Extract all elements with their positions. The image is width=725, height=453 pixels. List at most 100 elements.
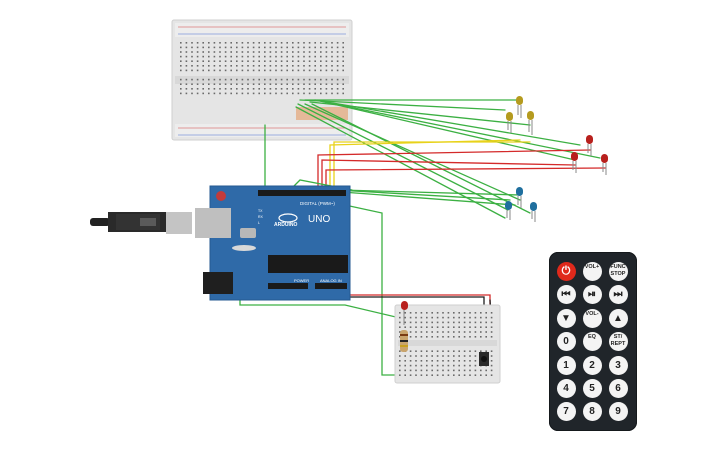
breadboard-hole	[185, 42, 188, 44]
breadboard-hole	[399, 312, 401, 314]
breadboard-hole	[436, 336, 439, 338]
breadboard-hole	[426, 364, 428, 367]
wire-green	[341, 191, 516, 206]
breadboard-hole	[308, 69, 311, 72]
breadboard-hole	[409, 336, 412, 338]
breadboard-hole	[336, 65, 339, 67]
remote-button--[interactable]: ▼	[556, 308, 576, 328]
main-breadboard[interactable]	[171, 19, 353, 141]
arduino-uno[interactable]: DIGITAL (PWM~) ARDUINO UNO POWER ANALOG …	[195, 185, 351, 301]
breadboard-hole	[458, 331, 460, 333]
breadboard-hole	[230, 69, 232, 72]
remote-button-5[interactable]: 5	[582, 378, 602, 398]
breadboard-hole	[275, 65, 277, 67]
breadboard-hole	[453, 364, 455, 367]
wire-green	[324, 101, 601, 159]
breadboard-hole	[275, 83, 277, 85]
breadboard-hole	[297, 42, 300, 44]
breadboard-hole	[292, 65, 294, 67]
remote-button-st-rept[interactable]: ST/ REPT	[608, 331, 628, 351]
breadboard-hole	[399, 336, 401, 338]
breadboard-hole	[320, 65, 322, 67]
breadboard-hole	[463, 336, 466, 338]
remote-button-2[interactable]: 2	[582, 355, 602, 375]
breadboard-hole	[426, 312, 428, 314]
breadboard-hole	[264, 65, 266, 67]
breadboard-hole	[213, 51, 216, 53]
remote-button--[interactable]: ⏭	[608, 284, 628, 304]
remote-button-7[interactable]: 7	[556, 401, 576, 421]
breadboard-hole	[463, 321, 466, 324]
breadboard-hole	[420, 321, 423, 324]
breadboard-hole	[415, 331, 417, 333]
breadboard-hole	[442, 355, 444, 357]
remote-button-0[interactable]: 0	[556, 331, 576, 351]
breadboard-hole	[275, 78, 277, 81]
breadboard-hole	[219, 69, 221, 72]
breadboard-hole	[224, 88, 227, 90]
breadboard-hole	[213, 65, 216, 67]
breadboard-hole	[480, 321, 482, 324]
breadboard-hole	[191, 51, 193, 53]
breadboard-hole	[453, 369, 455, 372]
breadboard-hole	[325, 92, 328, 95]
breadboard-hole	[224, 78, 227, 81]
breadboard-hole	[247, 60, 249, 62]
breadboard-hole	[490, 312, 493, 314]
breadboard-hole	[241, 55, 244, 58]
breadboard-hole	[202, 42, 204, 44]
remote-button-4[interactable]: 4	[556, 378, 576, 398]
breadboard-hole	[297, 88, 300, 90]
breadboard-hole	[474, 312, 477, 314]
breadboard-hole	[219, 65, 221, 67]
remote-button-func-stop[interactable]: FUNC STOP	[608, 261, 628, 281]
remote-button--[interactable]: ⏯	[582, 284, 602, 304]
breadboard-hole	[241, 88, 244, 90]
small-breadboard[interactable]	[394, 304, 501, 384]
breadboard-hole	[208, 46, 210, 49]
remote-button-8[interactable]: 8	[582, 401, 602, 421]
breadboard-hole	[280, 46, 283, 49]
breadboard-hole	[191, 55, 193, 58]
breadboard-hole	[208, 55, 210, 58]
remote-button-eq[interactable]: EQ	[582, 331, 602, 351]
breadboard-hole	[458, 321, 460, 324]
led-red-3	[601, 154, 608, 175]
breadboard-hole	[399, 355, 401, 357]
breadboard-hole	[213, 46, 216, 49]
breadboard-hole	[415, 312, 417, 314]
breadboard-hole	[342, 83, 344, 85]
breadboard-hole	[404, 326, 406, 328]
remote-button-9[interactable]: 9	[608, 401, 628, 421]
breadboard-hole	[247, 92, 249, 95]
remote-button-6[interactable]: 6	[608, 378, 628, 398]
breadboard-hole	[320, 78, 322, 81]
remote-button-1[interactable]: 1	[556, 355, 576, 375]
breadboard-hole	[442, 326, 444, 328]
breadboard-hole	[258, 88, 260, 90]
remote-button--[interactable]: ⏮	[556, 284, 576, 304]
breadboard-hole	[431, 326, 433, 328]
breadboard-hole	[208, 78, 210, 81]
breadboard-hole	[404, 312, 406, 314]
breadboard-hole	[297, 69, 300, 72]
remote-button--[interactable]: ▲	[608, 308, 628, 328]
breadboard-hole	[230, 60, 232, 62]
breadboard-hole	[431, 331, 433, 333]
remote-button--[interactable]: ⏻	[556, 261, 576, 281]
breadboard-hole	[202, 88, 204, 90]
usb-cable[interactable]	[90, 212, 192, 234]
remote-button-vol-[interactable]: VOL-	[582, 308, 602, 328]
breadboard-hole	[292, 51, 294, 53]
breadboard-hole	[236, 83, 238, 85]
remote-button-vol-[interactable]: VOL+	[582, 261, 602, 281]
breadboard-hole	[180, 51, 182, 53]
breadboard-hole	[208, 60, 210, 62]
breadboard-hole	[458, 355, 460, 357]
breadboard-hole	[191, 60, 193, 62]
remote-button-3[interactable]: 3	[608, 355, 628, 375]
breadboard-hole	[474, 331, 477, 333]
breadboard-hole	[420, 369, 423, 372]
